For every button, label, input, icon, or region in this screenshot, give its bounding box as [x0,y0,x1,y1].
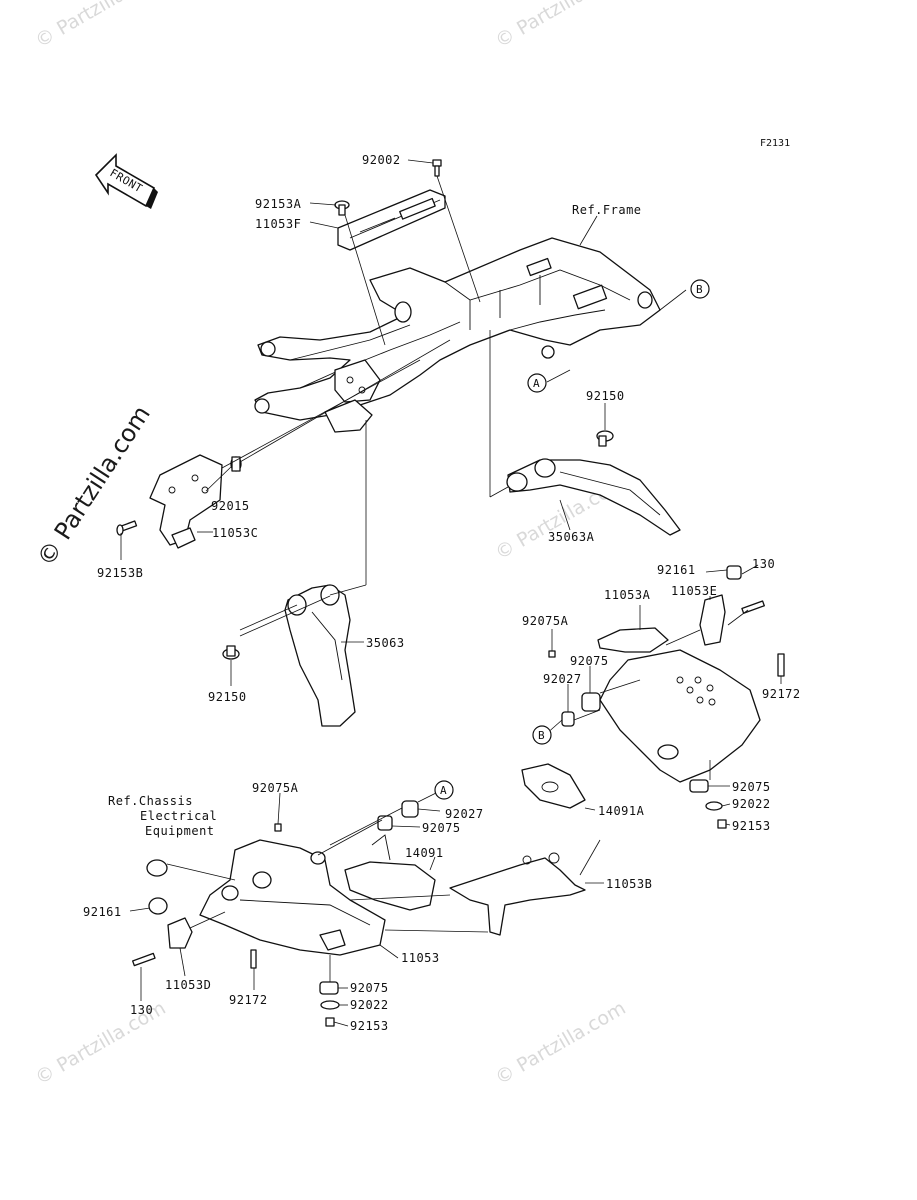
part-label-92161: 92161 [657,563,696,577]
cover-left-assembly [131,800,586,1027]
leader-lines [120,159,782,1027]
part-label-92027: 92027 [543,672,582,686]
part-label-92172: 92172 [762,687,801,701]
part-label-92075: 92075 [570,654,609,668]
watermark: © Partzilla.com [32,0,170,52]
part-label-35063A: 35063A [548,530,595,544]
cover-right-assembly [521,565,785,829]
part-label-11053B: 11053B [606,877,652,891]
part-label-92153A: 92153A [255,197,302,211]
callout-b-label: B [696,283,703,296]
part-label-92022: 92022 [350,998,389,1012]
part-label-11053E: 11053E [671,584,717,598]
part-label-14091: 14091 [405,846,444,860]
part-label-92022: 92022 [732,797,771,811]
callout-b-top: B [690,279,710,299]
part-label-130: 130 [752,557,775,571]
part-label-92172: 92172 [229,993,268,1007]
callout-a-label: A [533,377,540,390]
bolt-92153B-icon [116,520,138,536]
callout-a-bottom: A [434,780,454,800]
part-label-35063: 35063 [366,636,405,650]
bracket-35063A [506,458,681,536]
figure-id: F2131 [760,138,790,149]
callout-b-label: B [538,729,545,742]
part-label-92153: 92153 [732,819,771,833]
bracket-11053C [149,454,223,549]
bolt-92150-left-icon [222,645,240,660]
part-label-92161: 92161 [83,905,122,919]
bracket-35063 [284,584,356,727]
bracket-11053F [337,189,446,251]
ref-frame-label: Ref.Frame [572,203,642,217]
callout-a-top: A [527,373,547,393]
part-label-92075A: 92075A [252,781,299,795]
part-label-92075A: 92075A [522,614,569,628]
bolt-92150-top-icon [596,430,614,447]
ref-chassis-line-1: Ref.Chassis [108,794,193,808]
ref-chassis-line-2: Electrical [140,809,217,823]
part-label-92153: 92153 [350,1019,389,1033]
part-label-92150: 92150 [208,690,247,704]
bolt-92153A-icon [334,200,350,216]
callout-a-label: A [440,784,447,797]
part-label-130: 130 [130,1003,153,1017]
part-label-92002: 92002 [362,153,401,167]
part-label-92075: 92075 [422,821,461,835]
part-label-11053C: 11053C [212,526,258,540]
collar-92015-icon [230,456,242,472]
part-label-11053A: 11053A [604,588,651,602]
ref-chassis-line-3: Equipment [145,824,215,838]
part-label-11053: 11053 [401,951,440,965]
part-label-92015: 92015 [211,499,250,513]
watermark: © Partzilla.com [492,997,630,1089]
bolt-92002-icon [432,159,442,177]
watermark: © Partzilla.com [492,0,630,52]
part-label-14091A: 14091A [598,804,645,818]
part-label-92153B: 92153B [97,566,143,580]
watermark-main: © Partzilla.com [32,401,156,572]
callout-b-mid: B [532,725,552,745]
front-arrow-icon: FRONT [94,153,158,209]
part-label-92075: 92075 [732,780,771,794]
part-label-92150: 92150 [586,389,625,403]
part-label-11053D: 11053D [165,978,211,992]
part-label-11053F: 11053F [255,217,301,231]
part-label-92027: 92027 [445,807,484,821]
part-label-92075: 92075 [350,981,389,995]
part-labels: 92002 92153A 11053F Ref.Frame 92150 9201… [83,153,801,1033]
